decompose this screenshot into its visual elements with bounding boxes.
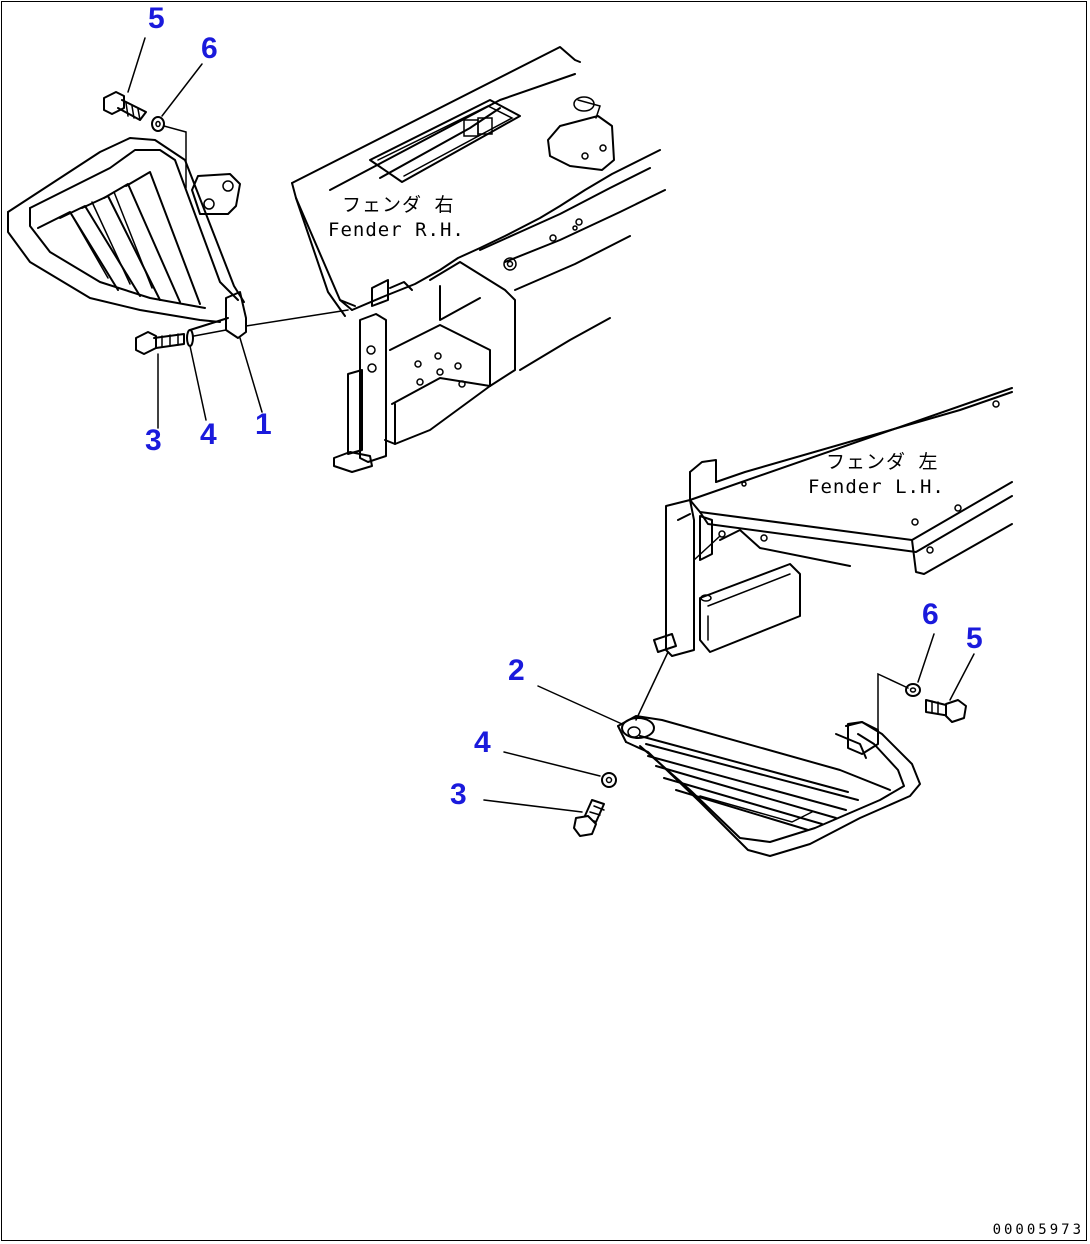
callout-3-lh: 3 xyxy=(450,778,467,811)
drawing-code: 00005973 xyxy=(992,1222,1084,1238)
callout-5-rh: 5 xyxy=(148,2,165,35)
fender-rh-label-en: Fender R.H. xyxy=(328,219,465,241)
fender-lh-label-jp: フェンダ 左 xyxy=(826,451,939,473)
washer-4-rh xyxy=(186,329,227,347)
bolt-3-rh xyxy=(135,331,185,355)
leader-4-lh xyxy=(503,751,601,777)
leader-4-rh xyxy=(189,345,207,421)
leader-3-lh xyxy=(483,799,583,813)
bolt-3-lh xyxy=(573,799,605,837)
callout-5-lh: 5 xyxy=(966,622,983,655)
leader-1-rh xyxy=(239,337,263,413)
callout-1-rh: 1 xyxy=(255,408,272,441)
fender-rh xyxy=(291,46,666,473)
leader-5-lh xyxy=(949,653,975,701)
step-assembly-lh xyxy=(617,672,921,857)
fender-lh xyxy=(635,387,1013,721)
bolt-5-lh xyxy=(925,699,967,723)
callout-4-rh: 4 xyxy=(200,418,217,451)
leader-6-lh xyxy=(917,633,935,683)
washer-6-rh xyxy=(151,116,187,189)
leader-5-rh xyxy=(127,37,146,93)
washer-4-lh xyxy=(601,772,617,788)
step-assembly-rh xyxy=(7,137,349,339)
callout-6-rh: 6 xyxy=(201,32,218,65)
callout-3-rh: 3 xyxy=(145,424,162,457)
callout-4-lh: 4 xyxy=(474,726,491,759)
callout-6-lh: 6 xyxy=(922,598,939,631)
leader-6-rh xyxy=(161,63,203,117)
fender-rh-label-jp: フェンダ 右 xyxy=(342,194,455,216)
leader-2-lh xyxy=(537,685,623,725)
callout-2-lh: 2 xyxy=(508,654,525,687)
fender-lh-label-en: Fender L.H. xyxy=(808,476,945,498)
bolt-5-rh xyxy=(103,91,147,121)
washer-6-lh xyxy=(905,683,921,697)
